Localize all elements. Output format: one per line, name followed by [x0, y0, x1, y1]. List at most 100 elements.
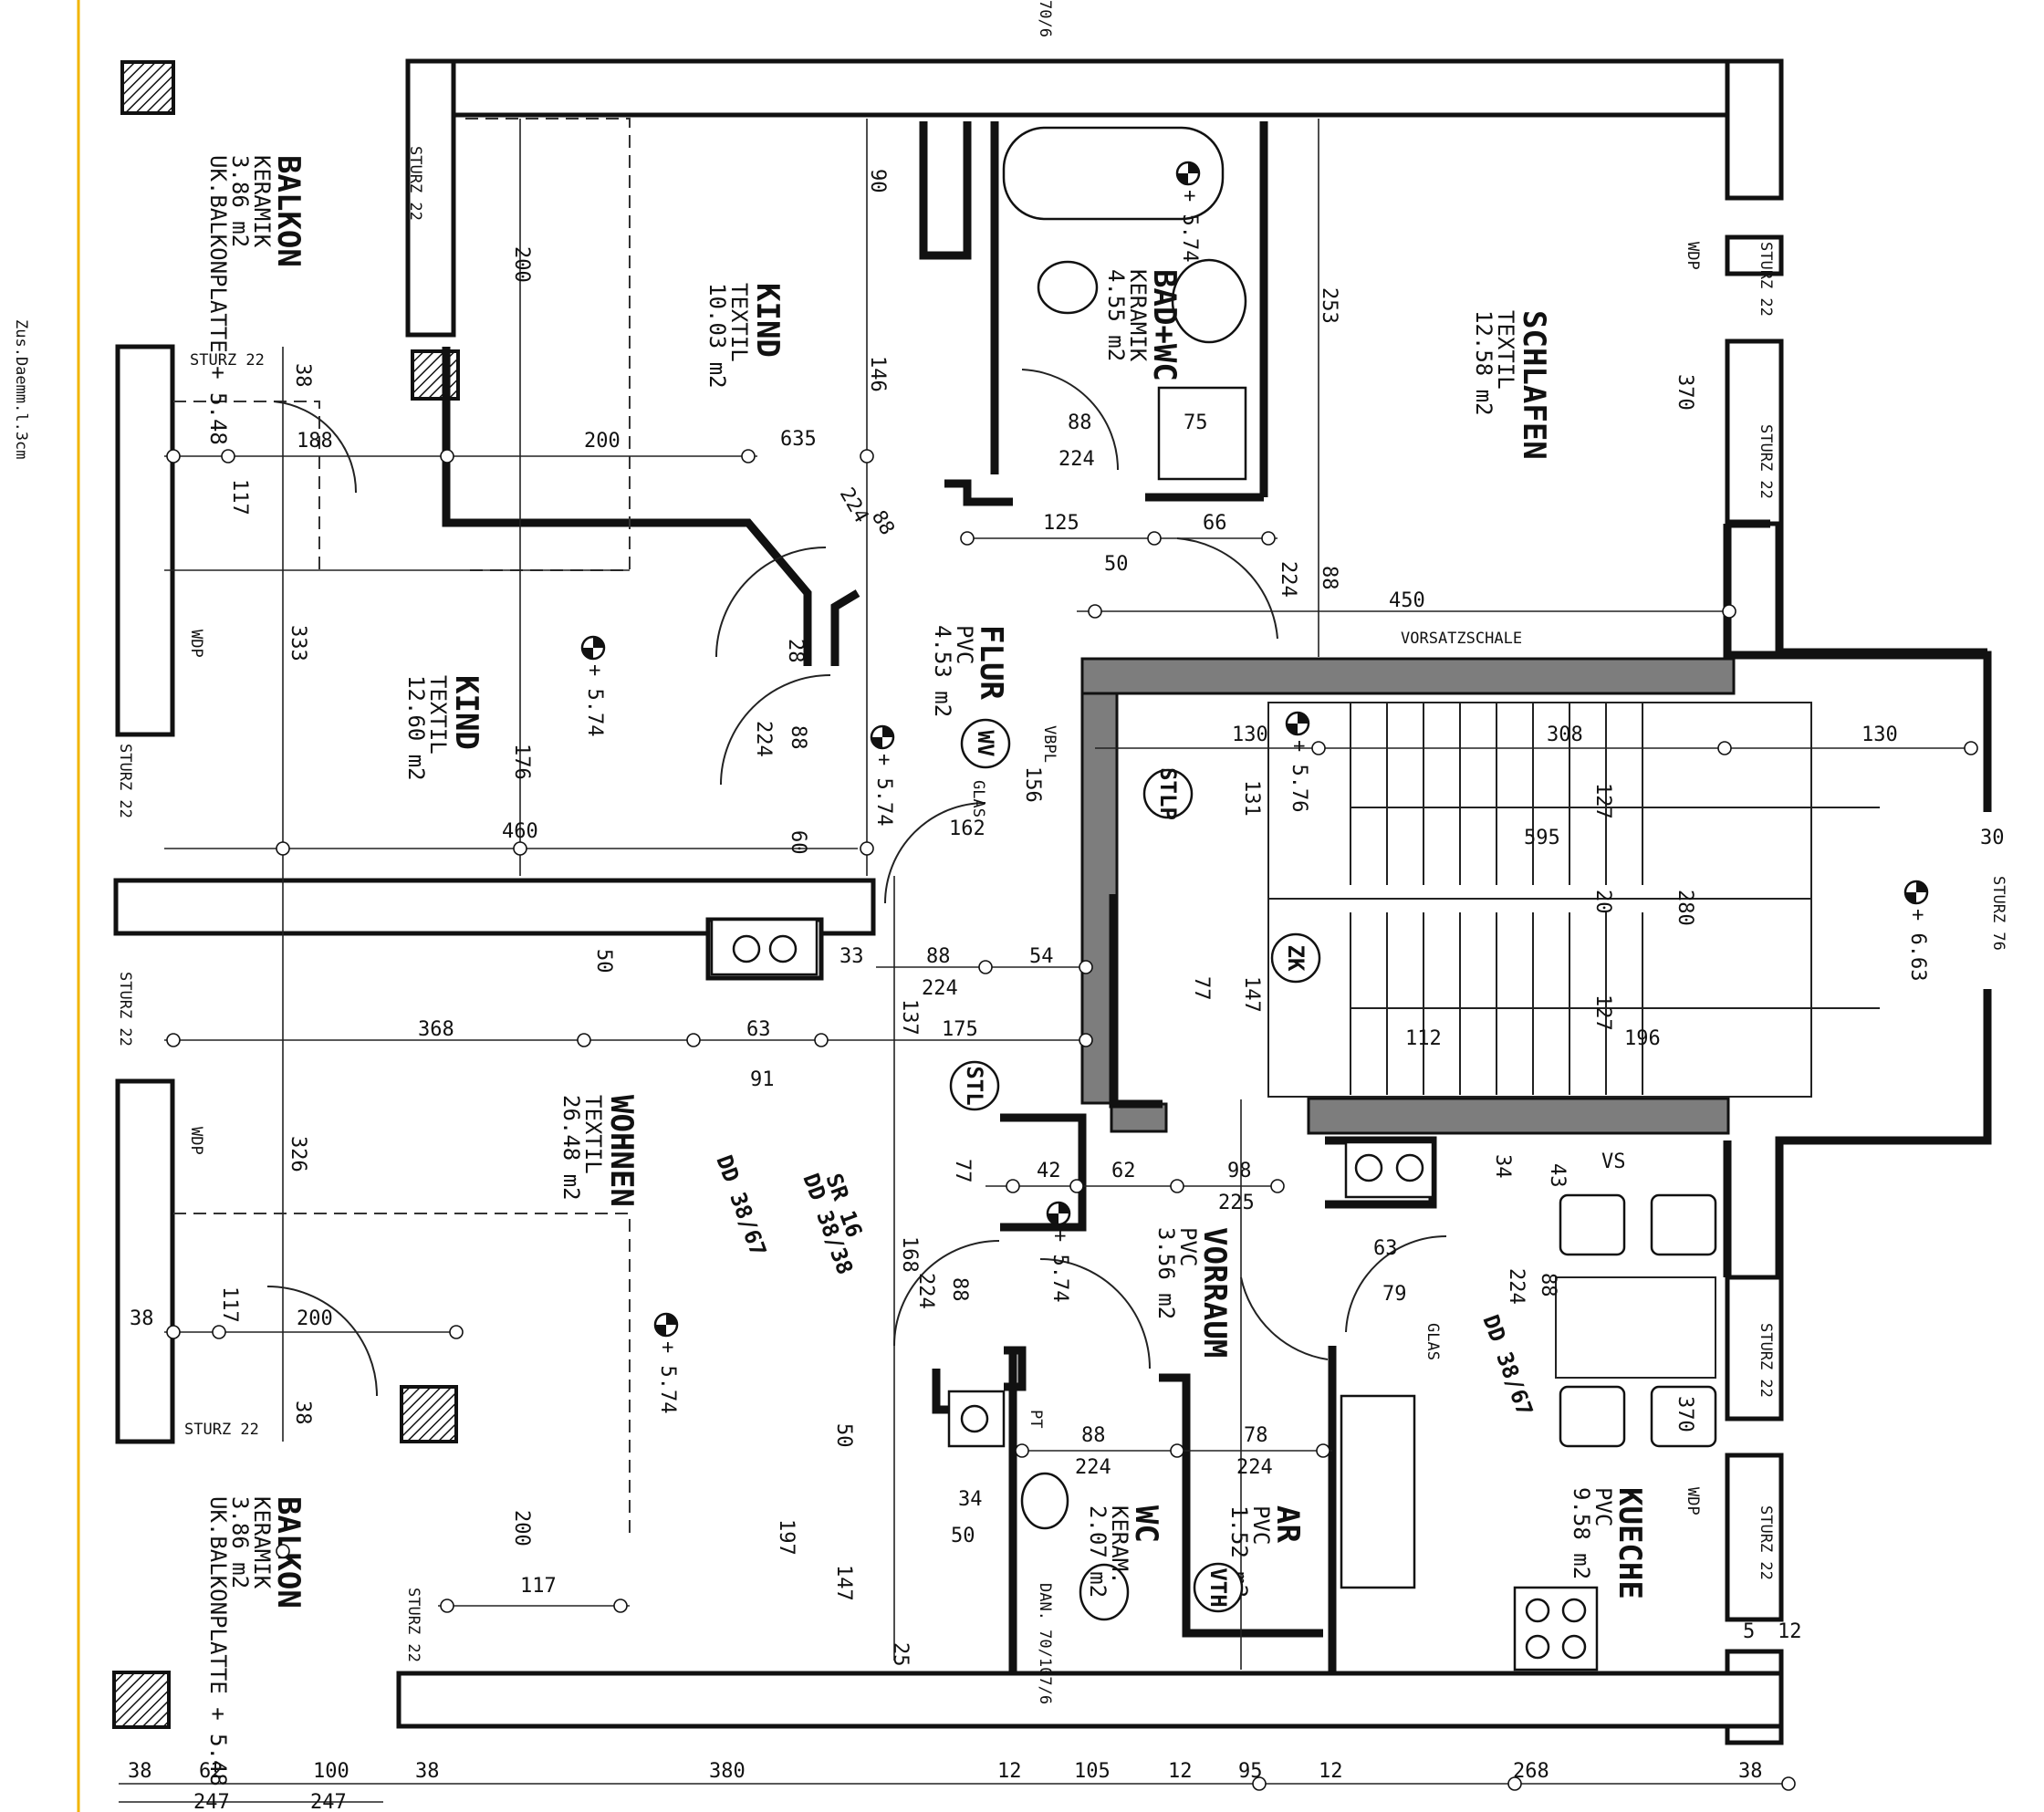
- svg-text:20: 20: [1591, 890, 1614, 914]
- dimension-node: [166, 1033, 181, 1047]
- svg-text:224: 224: [1505, 1268, 1528, 1305]
- svg-text:224: 224: [1236, 1456, 1273, 1479]
- svg-text:117: 117: [228, 479, 251, 515]
- svg-text:DD 38/67: DD 38/67: [711, 1151, 771, 1259]
- dimension-node: [1252, 1776, 1267, 1791]
- svg-text:147: 147: [1240, 976, 1263, 1013]
- svg-text:200: 200: [584, 430, 620, 453]
- dashed-contours: [173, 118, 631, 1533]
- dimension-node: [1717, 741, 1732, 755]
- svg-text:88: 88: [1537, 1273, 1559, 1297]
- dimension-node: [1079, 1033, 1093, 1047]
- dimension-node: [212, 1325, 226, 1339]
- svg-text:34: 34: [1491, 1154, 1514, 1179]
- dimension-node: [613, 1599, 628, 1613]
- dimension-texts: 38 62 100 38 380 12 105 12 95 12 268 38 …: [128, 169, 2005, 1812]
- svg-text:GLAS: GLAS: [1424, 1323, 1442, 1360]
- svg-text:KERAMIK: KERAMIK: [249, 155, 275, 248]
- dimension-node: [1079, 960, 1093, 974]
- svg-text:KERAMIK: KERAMIK: [1125, 269, 1151, 362]
- svg-text:50: 50: [592, 949, 615, 974]
- circled-symbols: WV STLP ZK STL VTH: [949, 718, 1321, 1613]
- dimension-node: [221, 449, 235, 463]
- svg-text:380: 380: [709, 1760, 746, 1783]
- svg-text:200: 200: [510, 246, 533, 283]
- svg-text:3.86 m2: 3.86 m2: [227, 155, 253, 247]
- svg-text:10.03 m2: 10.03 m2: [704, 283, 730, 389]
- washbasin-wc: [1020, 1472, 1069, 1530]
- svg-text:STURZ 22: STURZ 22: [1757, 1505, 1775, 1580]
- level-marker-wohnen: + 5.74: [653, 1312, 679, 1413]
- dimension-node: [1964, 741, 1978, 755]
- svg-text:STURZ 22: STURZ 22: [1757, 1323, 1775, 1398]
- svg-text:117: 117: [520, 1575, 557, 1598]
- symbol-vth: VTH: [1193, 1562, 1244, 1613]
- svg-text:12.58 m2: 12.58 m2: [1471, 310, 1496, 416]
- svg-text:43: 43: [1546, 1163, 1569, 1188]
- svg-text:WDP: WDP: [187, 630, 205, 658]
- room-kind-2: KIND TEXTIL 12.60 m2: [403, 675, 485, 781]
- svg-text:KUECHE: KUECHE: [1611, 1487, 1648, 1599]
- dimension-node: [1006, 1179, 1020, 1193]
- svg-text:12: 12: [1319, 1760, 1343, 1783]
- svg-text:30: 30: [1980, 827, 2005, 849]
- shaft-bad: [1157, 386, 1247, 481]
- dimension-node: [814, 1033, 829, 1047]
- level-marker-bad: + 5.74: [1175, 161, 1201, 262]
- svg-text:12: 12: [1778, 1620, 1802, 1643]
- svg-text:168: 168: [898, 1236, 921, 1273]
- dimension-node: [1015, 1443, 1029, 1458]
- dimension-node: [741, 449, 756, 463]
- svg-text:25: 25: [889, 1642, 912, 1667]
- svg-text:4.53 m2: 4.53 m2: [930, 625, 955, 717]
- svg-text:117: 117: [218, 1286, 241, 1323]
- washbasin-bad: [1171, 258, 1247, 344]
- svg-text:KERAM.: KERAM.: [1107, 1505, 1132, 1585]
- svg-text:50: 50: [1104, 553, 1129, 576]
- svg-text:224: 224: [1058, 448, 1095, 471]
- svg-text:WC: WC: [1128, 1505, 1164, 1543]
- symbol-stl: STL: [949, 1060, 1000, 1111]
- svg-text:100: 100: [313, 1760, 349, 1783]
- svg-text:WV: WV: [973, 731, 998, 757]
- dimension-node: [1311, 741, 1326, 755]
- svg-text:38: 38: [415, 1760, 440, 1783]
- svg-text:127: 127: [1591, 995, 1614, 1031]
- svg-text:12: 12: [997, 1760, 1022, 1783]
- svg-text:224: 224: [1277, 561, 1299, 598]
- dimension-node: [860, 449, 874, 463]
- room-vorraum: VORRAUM PVC 3.56 m2: [1153, 1227, 1233, 1358]
- svg-text:460: 460: [502, 820, 538, 843]
- svg-text:3.56 m2: 3.56 m2: [1153, 1227, 1179, 1319]
- svg-text:PVC: PVC: [1175, 1227, 1201, 1266]
- svg-text:STURZ 22: STURZ 22: [1757, 242, 1775, 317]
- svg-text:176: 176: [510, 744, 533, 780]
- bathtub: [1002, 126, 1225, 221]
- svg-text:88: 88: [926, 945, 951, 968]
- svg-text:62: 62: [1111, 1160, 1136, 1182]
- svg-text:112: 112: [1405, 1027, 1442, 1050]
- svg-text:333: 333: [287, 625, 309, 661]
- symbol-zk: ZK: [1270, 932, 1321, 984]
- svg-text:WDP: WDP: [187, 1127, 205, 1155]
- svg-text:+ 5.74: + 5.74: [872, 754, 895, 826]
- svg-text:370: 370: [1674, 1396, 1696, 1432]
- svg-text:88: 88: [1318, 566, 1340, 590]
- svg-text:KIND: KIND: [749, 283, 786, 358]
- svg-text:197: 197: [775, 1519, 798, 1556]
- dimension-node: [1147, 531, 1162, 546]
- svg-text:247: 247: [193, 1791, 230, 1812]
- svg-text:VORSATZSCHALE: VORSATZSCHALE: [1401, 630, 1522, 648]
- svg-text:26.48 m2: 26.48 m2: [558, 1095, 584, 1201]
- svg-text:224: 224: [914, 1273, 937, 1309]
- dimension-node: [449, 1325, 464, 1339]
- dimension-node: [1316, 1443, 1330, 1458]
- dimension-node: [1722, 604, 1736, 619]
- svg-text:247: 247: [310, 1791, 347, 1812]
- svg-text:VORRAUM: VORRAUM: [1196, 1227, 1233, 1358]
- svg-text:91: 91: [750, 1068, 775, 1091]
- svg-text:79: 79: [1382, 1283, 1407, 1306]
- dimension-node: [1781, 1776, 1796, 1791]
- svg-text:77: 77: [1190, 976, 1213, 1001]
- svg-text:60: 60: [787, 830, 809, 855]
